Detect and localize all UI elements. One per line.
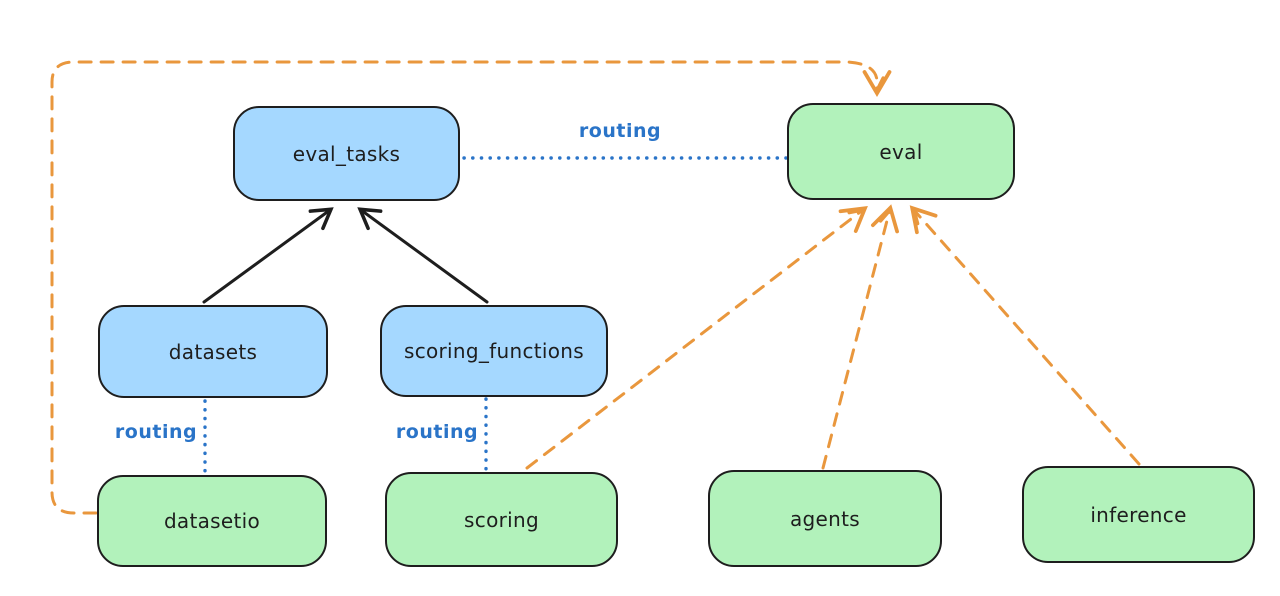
edge-label-routing-scoring-functions-scoring: routing (395, 421, 479, 443)
node-eval-tasks-label: eval_tasks (292, 141, 401, 166)
node-datasetio: datasetio (97, 475, 327, 567)
node-inference: inference (1022, 466, 1255, 563)
edge-agents-to-eval (821, 204, 899, 470)
edge-label-routing-datasets-datasetio: routing (114, 421, 198, 443)
node-agents-label: agents (790, 506, 860, 531)
edge-inference-to-eval (909, 205, 1141, 466)
node-scoring-functions: scoring_functions (380, 305, 608, 397)
edge-scoring-functions-to-eval-tasks (357, 207, 489, 304)
node-datasetio-label: datasetio (163, 509, 261, 533)
edge-datasets-to-eval-tasks (202, 207, 334, 304)
node-scoring-label: scoring (464, 507, 539, 532)
node-eval-tasks: eval_tasks (233, 106, 460, 201)
node-scoring: scoring (385, 472, 618, 567)
edge-datasetio-to-eval (50, 60, 892, 515)
node-scoring-functions-label: scoring_functions (403, 339, 585, 363)
node-eval-label: eval (879, 139, 923, 164)
node-agents: agents (708, 470, 942, 567)
node-inference-label: inference (1090, 502, 1187, 527)
node-datasets-label: datasets (168, 339, 258, 364)
edge-label-routing-eval-tasks-eval: routing (578, 120, 662, 142)
node-datasets: datasets (98, 305, 328, 398)
edge-scoring-to-eval (525, 205, 868, 470)
node-eval: eval (787, 103, 1015, 200)
